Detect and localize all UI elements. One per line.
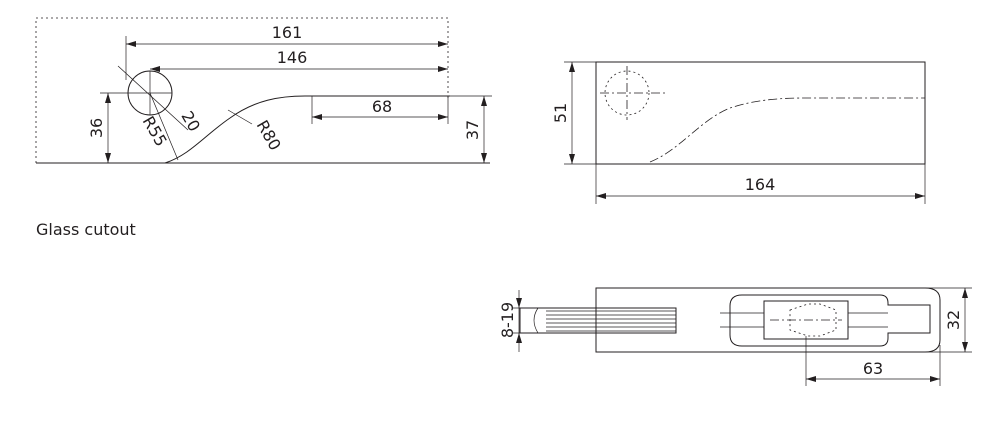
arrow bbox=[596, 193, 606, 199]
arrow bbox=[516, 298, 522, 308]
arrow bbox=[481, 153, 487, 163]
dim-63-label: 63 bbox=[863, 359, 883, 378]
arrow bbox=[915, 193, 925, 199]
side-view: 51 164 bbox=[551, 61, 926, 204]
side-hole bbox=[604, 70, 650, 116]
arrow bbox=[481, 96, 487, 106]
radius-leader bbox=[149, 92, 179, 161]
arrow bbox=[150, 66, 160, 72]
glass-cutout-view: 161 146 68 36 37 20 R55 R80 bbox=[35, 17, 492, 164]
arrow bbox=[105, 153, 111, 163]
dim-r55-label: R55 bbox=[139, 113, 171, 150]
glass-cutout-caption: Glass cutout bbox=[36, 220, 136, 239]
glass-edge-outline bbox=[35, 17, 449, 163]
arrow bbox=[438, 114, 448, 120]
arrow bbox=[930, 376, 940, 382]
hinge-housing bbox=[729, 294, 931, 347]
arrow bbox=[516, 333, 522, 343]
arrow bbox=[962, 288, 968, 298]
arrow bbox=[312, 114, 322, 120]
top-body bbox=[595, 287, 941, 353]
arrow bbox=[962, 342, 968, 352]
dim-68-label: 68 bbox=[372, 97, 392, 116]
dim-20-label: 20 bbox=[177, 108, 204, 135]
arrow bbox=[105, 93, 111, 103]
dim-146-label: 146 bbox=[277, 48, 308, 67]
arrow bbox=[438, 66, 448, 72]
dim-36-label: 36 bbox=[87, 118, 106, 138]
dim-51-label: 51 bbox=[551, 103, 570, 123]
arrow bbox=[806, 376, 816, 382]
glass-panel bbox=[519, 307, 677, 334]
glass-hatch bbox=[533, 307, 676, 334]
arrow bbox=[438, 41, 448, 47]
hole-diagonal bbox=[117, 65, 189, 131]
radius80-leader bbox=[227, 109, 253, 125]
arrow bbox=[569, 62, 575, 72]
dim-164-label: 164 bbox=[745, 175, 776, 194]
arrow bbox=[569, 154, 575, 164]
dim-r80-label: R80 bbox=[253, 117, 285, 154]
dim-819-label: 8-19 bbox=[498, 302, 517, 338]
top-view: 8-19 32 63 bbox=[498, 287, 972, 386]
dim-32-label: 32 bbox=[944, 310, 963, 330]
side-cutout-hidden bbox=[649, 97, 925, 163]
side-body bbox=[595, 61, 926, 165]
arrow bbox=[126, 41, 136, 47]
dim-37-label: 37 bbox=[463, 120, 482, 140]
dim-161-label: 161 bbox=[272, 23, 303, 42]
cutout-profile bbox=[164, 95, 450, 164]
